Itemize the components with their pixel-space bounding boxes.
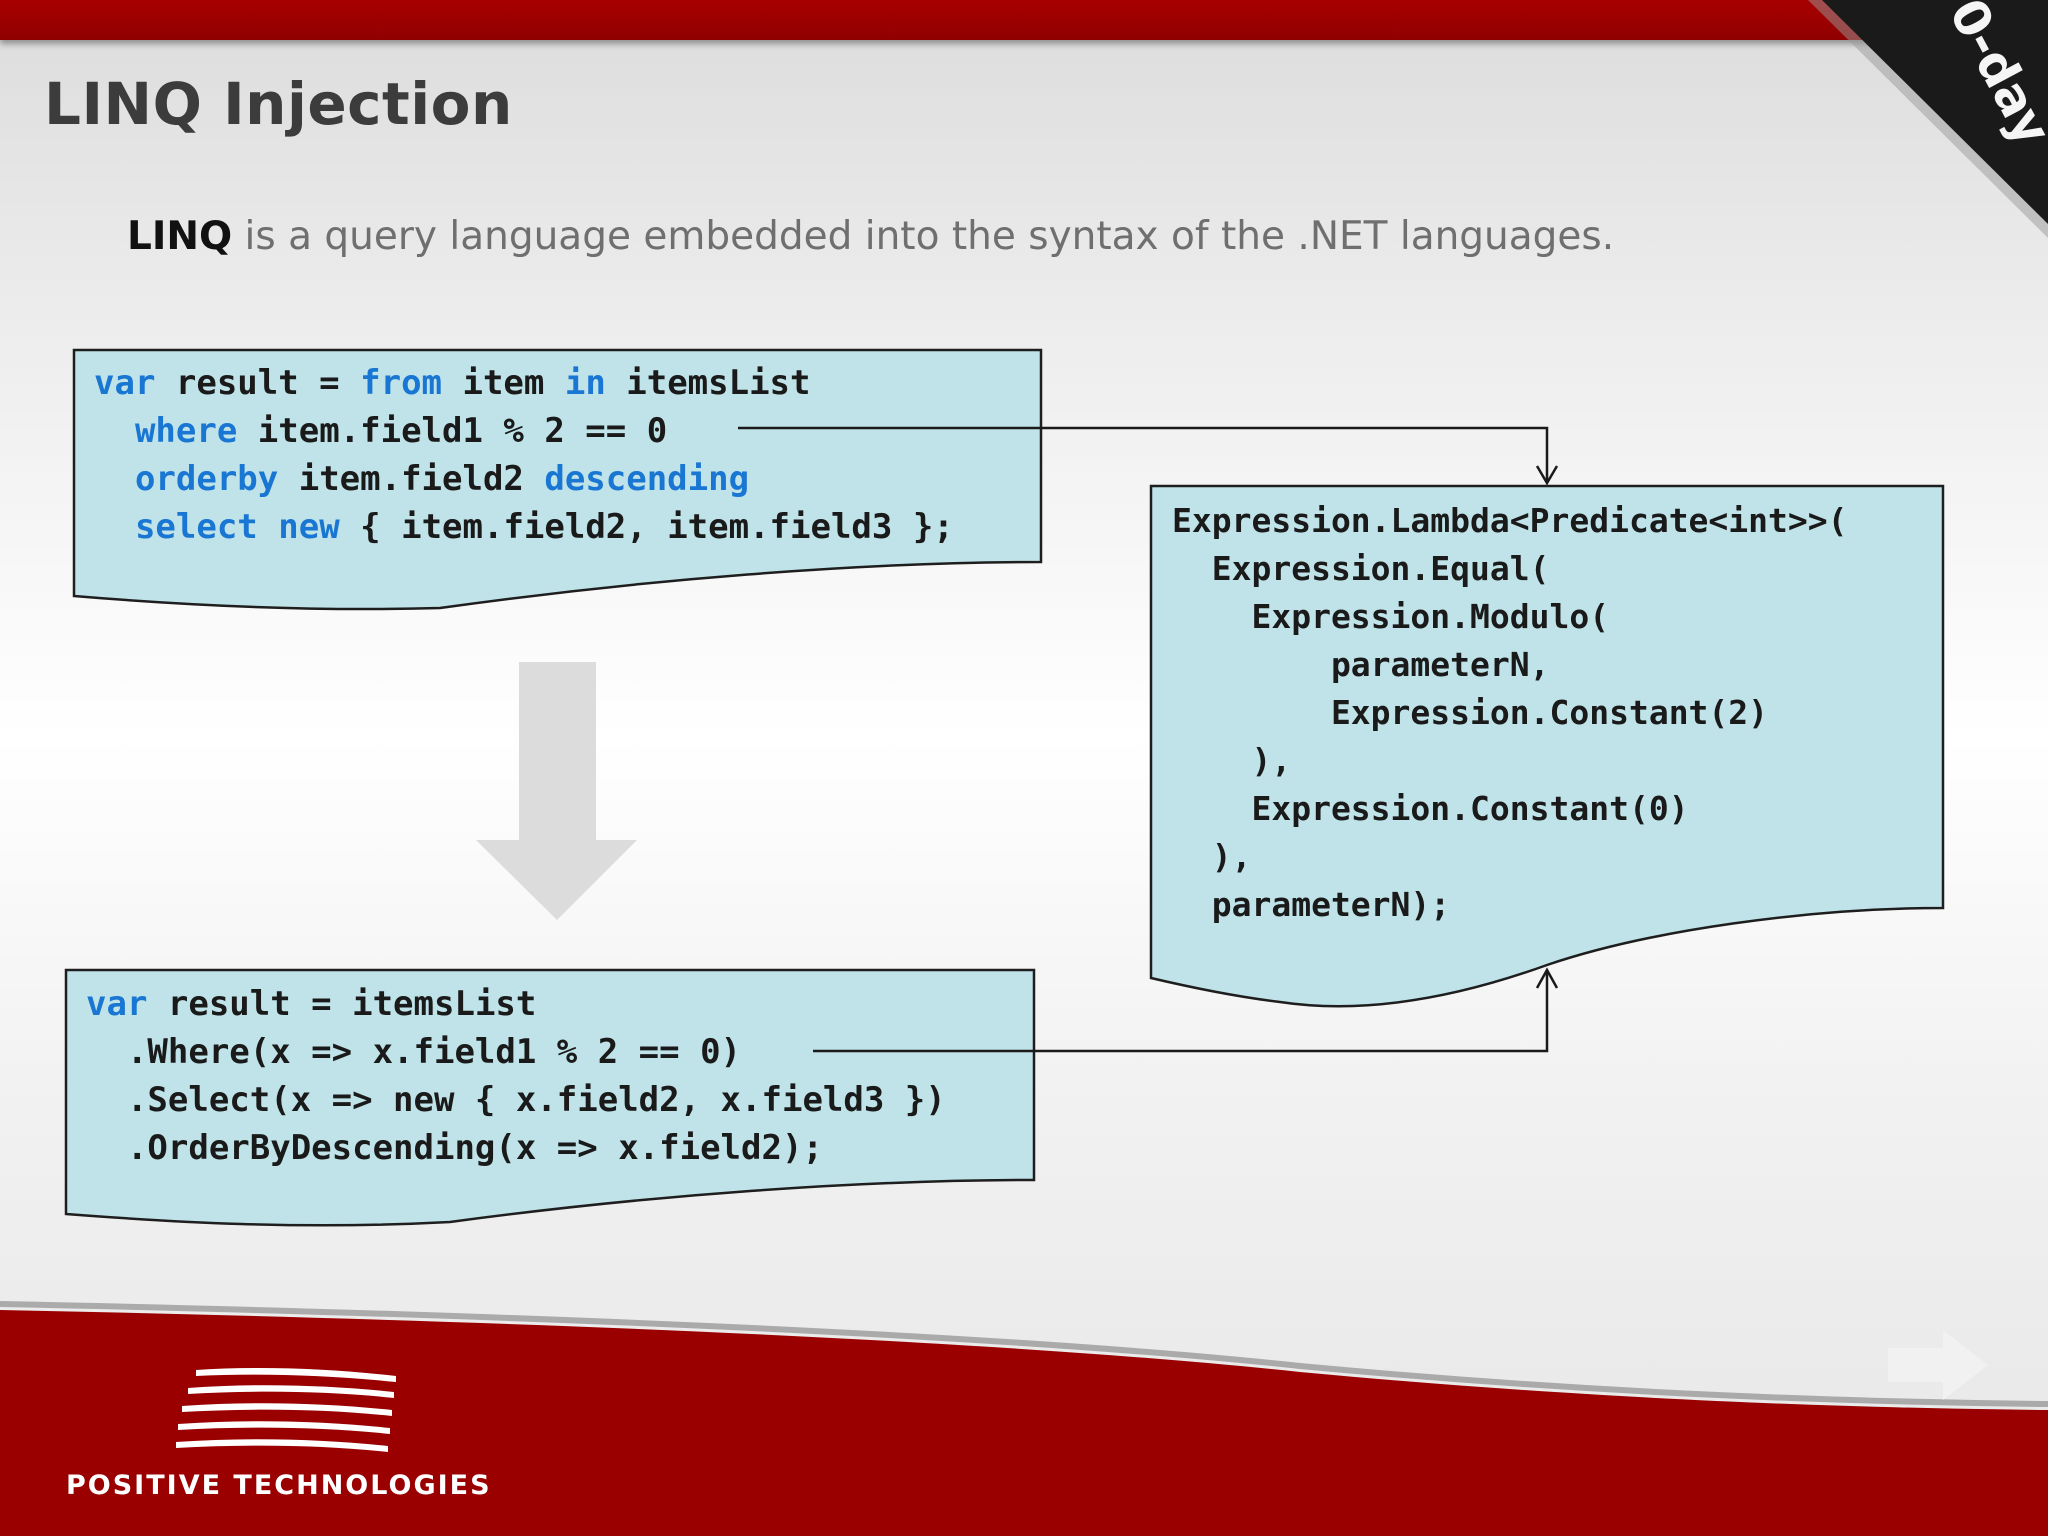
code-token: Expression.Equal( <box>1172 549 1550 588</box>
code-token: .Select(x => new { x.field2, x.field3 }) <box>86 1080 946 1120</box>
footer-band <box>0 1301 2048 1536</box>
code-line: orderby item.field2 descending <box>94 459 749 499</box>
code-keyword: new <box>278 507 340 547</box>
code-line: var result = itemsList <box>86 984 536 1024</box>
code-line: Expression.Modulo( <box>1172 597 1609 636</box>
code-token: Expression.Constant(2) <box>1172 693 1769 732</box>
code-keyword: select <box>134 507 258 547</box>
intro-term: LINQ <box>127 214 233 259</box>
code-keyword: descending <box>544 459 750 499</box>
arrow-down-icon <box>476 662 637 920</box>
code-line: select new { item.field2, item.field3 }; <box>94 507 954 547</box>
code-token <box>94 411 135 451</box>
code-keyword: from <box>360 363 443 403</box>
code-keyword: var <box>86 984 148 1024</box>
code-line: parameterN, <box>1172 645 1550 684</box>
code-line: parameterN); <box>1172 885 1450 924</box>
method-syntax-code: var result = itemsList .Where(x => x.fie… <box>86 980 946 1172</box>
code-line: Expression.Lambda<Predicate<int>>( <box>1172 501 1848 540</box>
expression-tree-box <box>1149 484 1945 1008</box>
code-keyword: where <box>134 411 238 451</box>
code-token <box>258 507 278 547</box>
code-line: ), <box>1172 837 1252 876</box>
code-token: result = <box>155 363 361 403</box>
connector-arrowhead-bottom <box>1535 967 1559 989</box>
code-token: Expression.Modulo( <box>1172 597 1610 636</box>
query-syntax-code: var result = from item in itemsList wher… <box>94 359 954 551</box>
code-token: ), <box>1172 741 1292 780</box>
code-token: ), <box>1172 837 1252 876</box>
arrow-right-icon[interactable] <box>1888 1330 1988 1400</box>
method-syntax-box <box>64 968 1036 1227</box>
code-token <box>94 507 135 547</box>
code-line: Expression.Constant(0) <box>1172 789 1689 828</box>
code-keyword: var <box>94 363 156 403</box>
code-token: item.field1 % 2 == 0 <box>237 411 668 451</box>
code-token: result = itemsList <box>147 984 537 1024</box>
code-token: parameterN, <box>1172 645 1550 684</box>
code-token: .OrderByDescending(x => x.field2); <box>86 1128 823 1168</box>
connector-arrowhead-top <box>1535 465 1559 486</box>
query-syntax-box <box>72 348 1043 611</box>
code-line: .OrderByDescending(x => x.field2); <box>86 1128 823 1168</box>
code-line: ), <box>1172 741 1291 780</box>
code-line: where item.field1 % 2 == 0 <box>94 411 667 451</box>
code-line: .Where(x => x.field1 % 2 == 0) <box>86 1032 741 1072</box>
intro-text: is a query language embedded into the sy… <box>232 214 1615 259</box>
connector-where-clause <box>738 426 1549 483</box>
code-line: Expression.Equal( <box>1172 549 1550 588</box>
expression-tree-code: Expression.Lambda<Predicate<int>>( Expre… <box>1172 497 1848 929</box>
code-token: item <box>442 363 565 403</box>
top-bar <box>0 0 2048 40</box>
code-line: Expression.Constant(2) <box>1172 693 1768 732</box>
code-line: .Select(x => new { x.field2, x.field3 }) <box>86 1080 946 1120</box>
page-title: LINQ Injection <box>44 70 513 138</box>
code-token: item.field2 <box>278 459 545 499</box>
code-token: .Where(x => x.field1 % 2 == 0) <box>86 1032 742 1072</box>
code-line: var result = from item in itemsList <box>94 363 811 403</box>
code-token: Expression.Lambda<Predicate<int>>( <box>1172 501 1848 540</box>
code-token: Expression.Constant(0) <box>1172 789 1689 828</box>
code-token: itemsList <box>605 363 811 403</box>
code-keyword: orderby <box>134 459 279 499</box>
code-keyword: in <box>564 363 606 403</box>
positive-technologies-logo: POSITIVE TECHNOLOGIES <box>66 1368 492 1501</box>
code-token: { item.field2, item.field3 }; <box>339 507 954 547</box>
code-token: parameterN); <box>1172 885 1451 924</box>
intro-sentence: LINQ is a query language embedded into t… <box>127 214 1614 259</box>
code-token <box>94 459 135 499</box>
connector-where-method <box>813 970 1549 1053</box>
brand-name: POSITIVE TECHNOLOGIES <box>66 1470 492 1501</box>
